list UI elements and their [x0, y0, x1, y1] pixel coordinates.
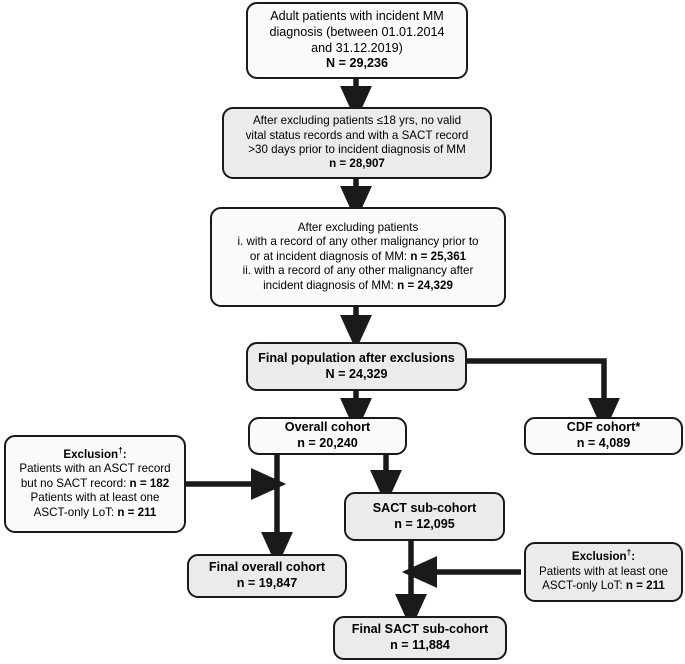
node-final-overall-cohort: Final overall cohort n = 19,847 — [187, 554, 347, 598]
node-exclusion-left-count-1: n = 182 — [129, 476, 170, 490]
node-exclusion-right-heading-colon: : — [631, 550, 636, 564]
node-incident-mm-count: N = 29,236 — [326, 56, 388, 71]
node-overall-cohort-count: n = 20,240 — [297, 436, 358, 450]
node-exclude-malignancy-line2-text: i. with a record of any other malignancy… — [237, 235, 479, 249]
node-incident-mm-line1: Adult patients with incident MM — [270, 9, 444, 24]
node-final-sact-subcohort-count: n = 11,884 — [390, 638, 450, 652]
node-exclude-malignancy-line2: i. with a record of any other malignancy… — [212, 235, 504, 249]
node-sact-subcohort-count: n = 12,095 — [394, 516, 455, 531]
node-exclude-malignancy-count-ii: n = 24,329 — [397, 278, 453, 292]
node-exclusion-left-line4: Patients with at least one — [30, 491, 160, 505]
node-final-population-count: N = 24,329 — [325, 366, 388, 381]
node-exclude-malignancy: After excluding patients i. with a recor… — [210, 207, 506, 307]
node-exclusion-right-line3: ASCT-only LoT: n = 211 — [526, 579, 681, 593]
node-cdf-cohort-count: n = 4,089 — [576, 436, 631, 450]
node-exclude-malignancy-line3: or at incident diagnosis of MM: n = 25,3… — [212, 250, 504, 264]
node-exclude-age-vital-count: n = 28,907 — [329, 157, 385, 171]
node-exclude-malignancy-line3-text: or at incident diagnosis of MM: — [249, 249, 411, 263]
node-exclusion-left-line5: ASCT-only LoT: n = 211 — [6, 506, 184, 520]
node-exclude-malignancy-line4-text: ii. with a record of any other malignanc… — [242, 264, 474, 278]
node-exclude-malignancy-count-i: n = 25,361 — [410, 249, 467, 263]
node-exclusion-right-heading-text: Exclusion — [571, 550, 627, 564]
node-sact-subcohort-line1: SACT sub-cohort — [372, 500, 477, 515]
node-exclude-age-vital-line2: vital status records and with a SACT rec… — [245, 128, 469, 142]
node-exclusion-left-line2: Patients with an ASCT record — [19, 462, 171, 476]
node-exclusion-left: Exclusion†: Patients with an ASCT record… — [4, 435, 186, 533]
node-cdf-cohort: CDF cohort* n = 4,089 — [524, 417, 683, 455]
node-exclusion-right-heading: Exclusion†: — [526, 547, 681, 564]
node-incident-mm-line2: diagnosis (between 01.01.2014 — [269, 24, 445, 39]
dagger-marker-icon: † — [626, 547, 632, 558]
node-exclude-age-vital-line3: >30 days prior to incident diagnosis of … — [248, 143, 466, 156]
node-exclude-malignancy-line5: incident diagnosis of MM: n = 24,329 — [212, 279, 504, 293]
node-exclusion-left-count-2: n = 211 — [117, 505, 157, 519]
node-exclusion-right-count: n = 211 — [625, 579, 665, 593]
node-exclusion-left-heading: Exclusion†: — [6, 444, 184, 462]
node-exclude-age-vital-line1: After excluding patients ≤18 yrs, no val… — [252, 114, 462, 128]
node-exclude-malignancy-line4: ii. with a record of any other malignanc… — [212, 264, 504, 278]
node-overall-cohort: Overall cohort n = 20,240 — [248, 417, 407, 455]
node-exclusion-left-line5-text: ASCT-only LoT: — [33, 505, 118, 519]
node-exclusion-left-line3-text: but no SACT record: — [20, 476, 130, 490]
node-exclusion-left-heading-colon: : — [122, 447, 127, 461]
node-incident-mm-line3: and 31.12.2019) — [311, 40, 403, 55]
node-sact-subcohort: SACT sub-cohort n = 12,095 — [344, 492, 505, 541]
node-exclusion-right-line2: Patients with at least one — [539, 564, 668, 578]
node-overall-cohort-line1: Overall cohort — [284, 420, 371, 435]
node-final-sact-subcohort-line1: Final SACT sub-cohort — [351, 622, 489, 637]
node-final-overall-cohort-count: n = 19,847 — [236, 576, 298, 590]
node-exclude-malignancy-line1: After excluding patients — [297, 220, 419, 234]
node-exclude-malignancy-line5-text: incident diagnosis of MM: — [263, 278, 398, 292]
node-cdf-cohort-line1: CDF cohort* — [566, 420, 641, 435]
arrow-final-population-to-cdf-cohort — [467, 358, 620, 434]
node-exclusion-right-line3-text: ASCT-only LoT: — [542, 579, 626, 593]
node-final-population: Final population after exclusions N = 24… — [246, 342, 467, 391]
node-exclusion-left-heading-text: Exclusion — [63, 447, 119, 461]
node-exclude-age-vital: After excluding patients ≤18 yrs, no val… — [222, 107, 492, 179]
node-incident-mm: Adult patients with incident MM diagnosi… — [246, 2, 468, 79]
node-final-sact-subcohort: Final SACT sub-cohort n = 11,884 — [333, 616, 507, 660]
node-exclusion-right: Exclusion†: Patients with at least one A… — [524, 542, 683, 602]
node-final-overall-cohort-line1: Final overall cohort — [208, 560, 326, 575]
node-exclusion-left-line3: but no SACT record: n = 182 — [6, 477, 184, 491]
node-final-population-line1: Final population after exclusions — [258, 350, 455, 365]
dagger-marker-icon: † — [118, 444, 123, 455]
